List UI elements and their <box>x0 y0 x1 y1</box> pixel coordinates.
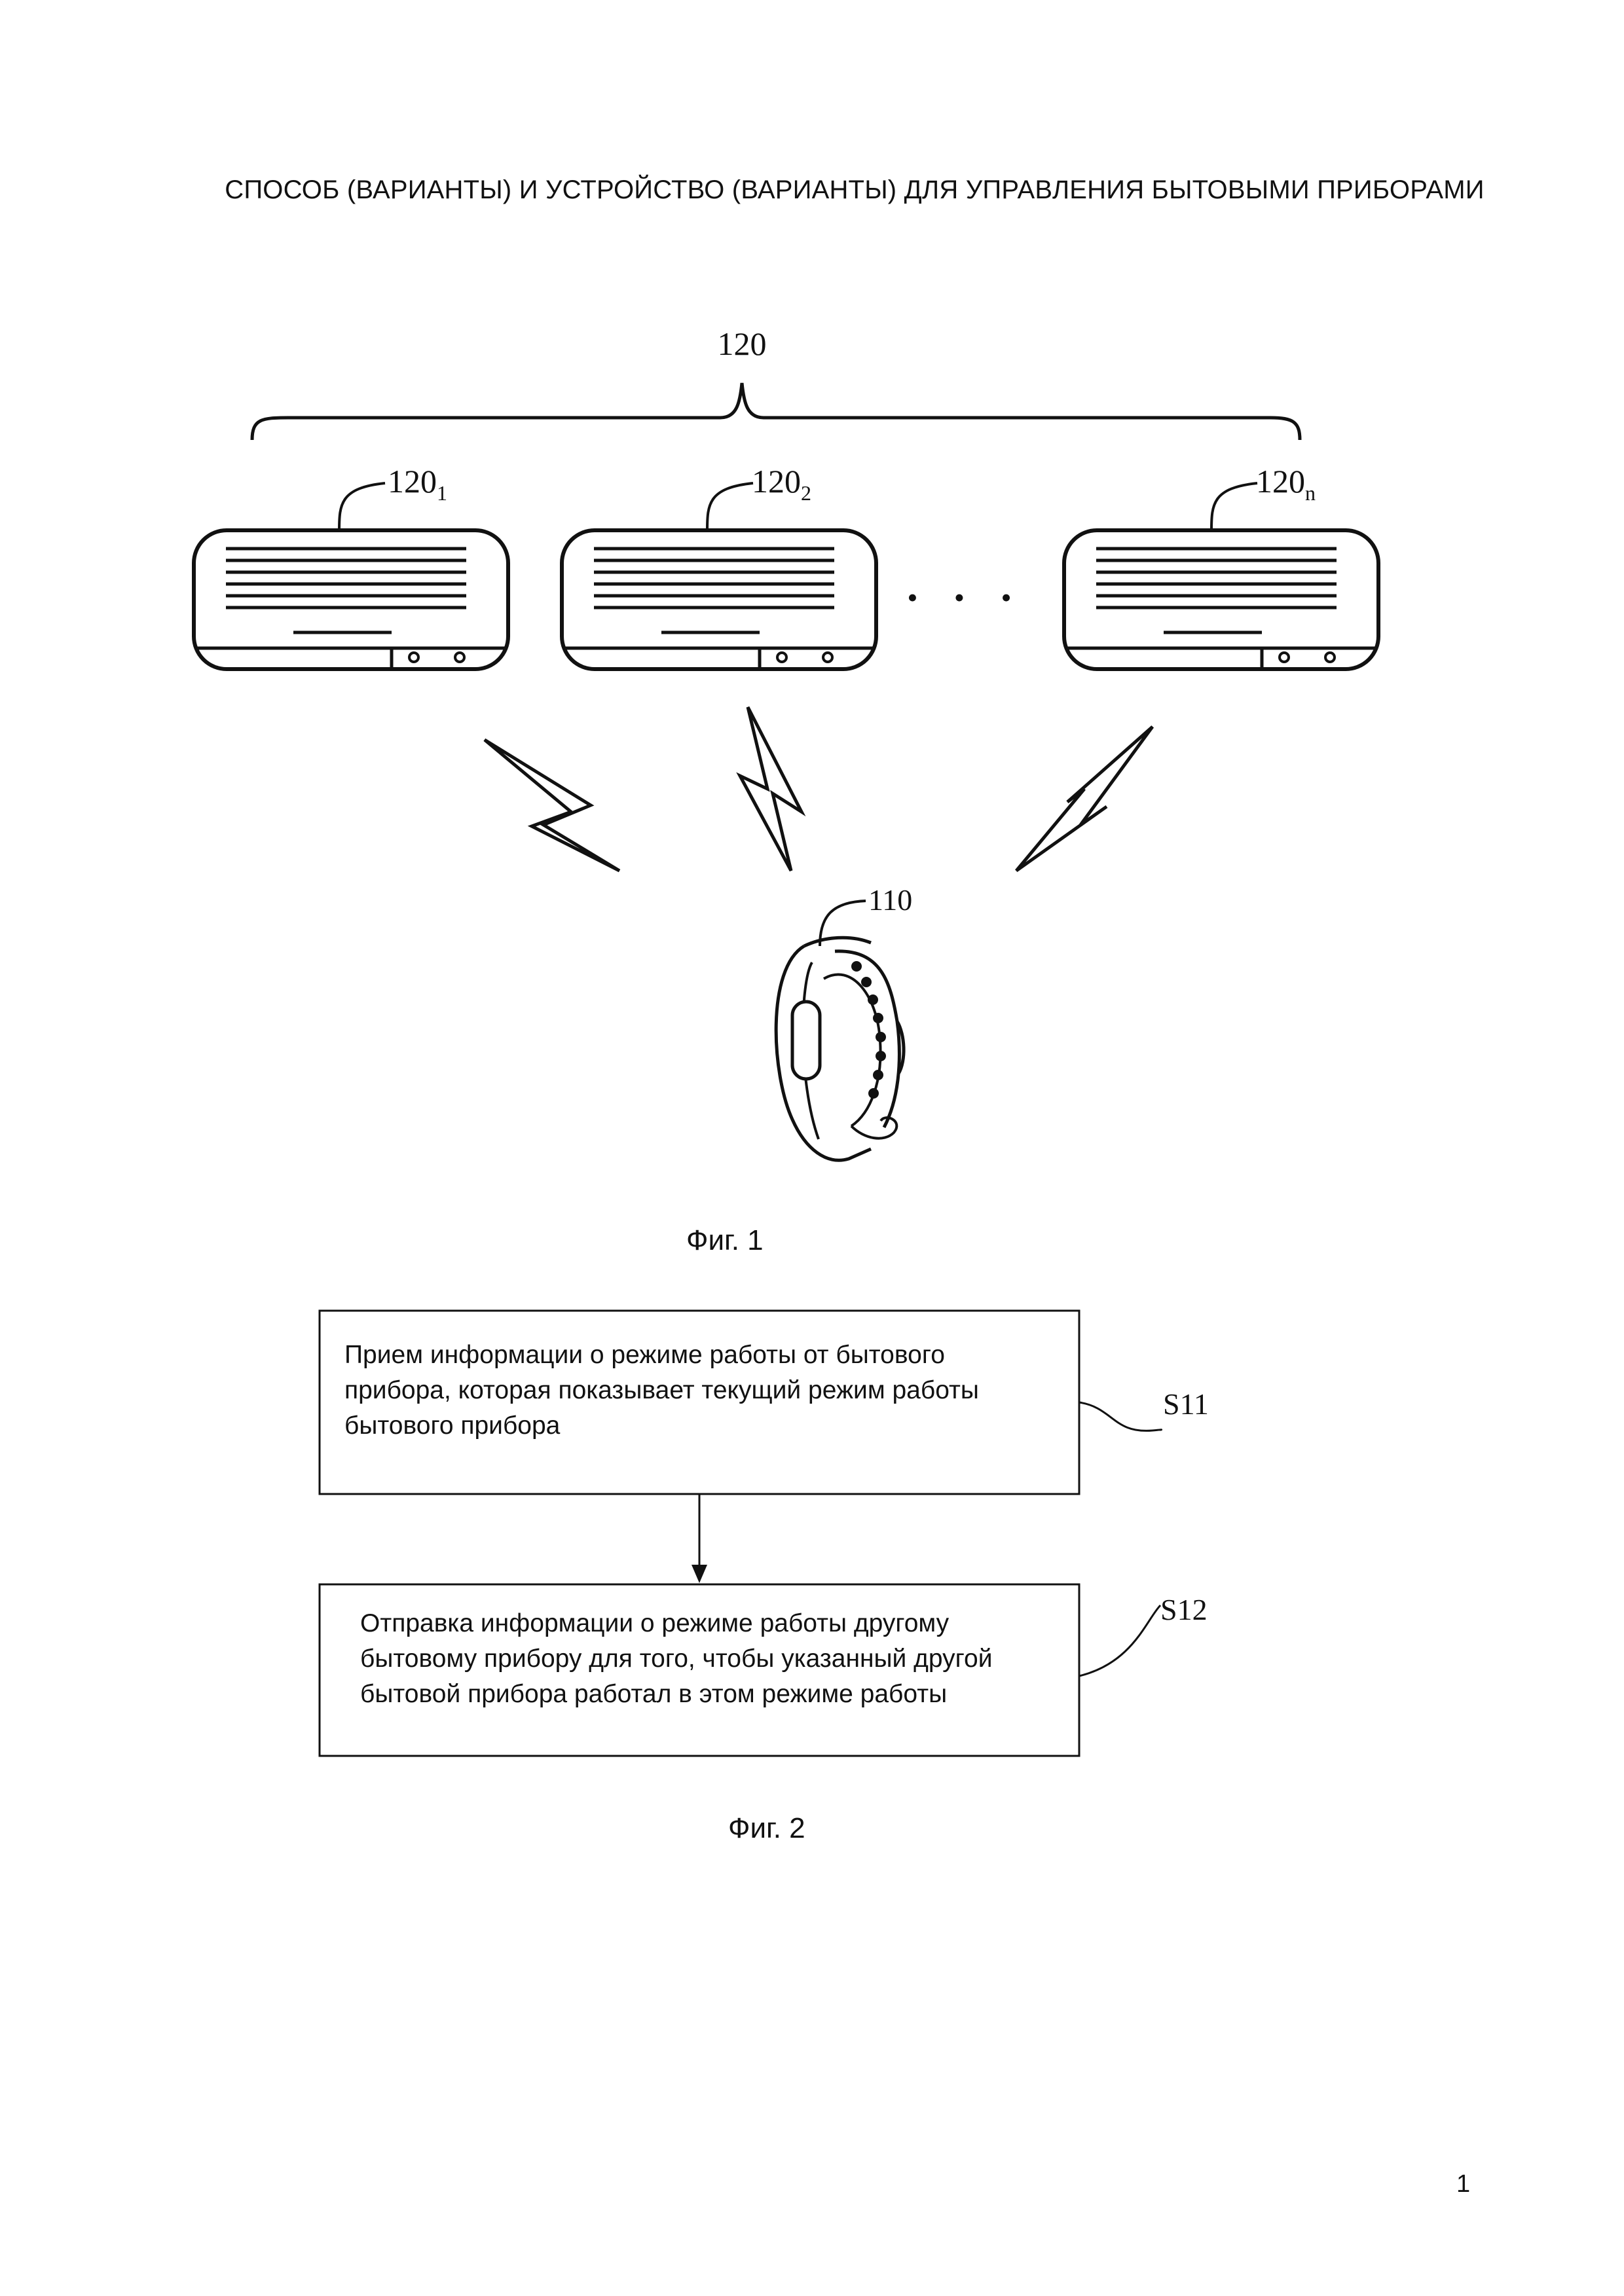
step-s11-leader <box>1079 1402 1162 1430</box>
step-s11-label: S11 <box>1163 1387 1209 1421</box>
figure-1: 120 <box>194 325 1378 1160</box>
figure-1-caption: Фиг. 1 <box>686 1224 764 1257</box>
step-s12-line: Отправка информации о режиме работы друг… <box>360 1606 993 1641</box>
step-s11-line: прибора, которая показывает текущий режи… <box>344 1373 979 1408</box>
signal-bolt-right-icon <box>1016 727 1153 871</box>
step-s12-label: S12 <box>1160 1593 1208 1626</box>
step-s11-text: Прием информации о режиме работы от быто… <box>344 1338 979 1444</box>
wearable-band-icon <box>776 901 904 1160</box>
appliance-1-label: 1201 <box>388 463 447 505</box>
appliance-n <box>1064 483 1378 669</box>
wearable-label-110: 110 <box>868 883 912 917</box>
group-label-120: 120 <box>718 325 767 362</box>
step-s12-leader <box>1079 1605 1160 1676</box>
figure-2-caption: Фиг. 2 <box>728 1812 805 1845</box>
appliance-n-label: 120n <box>1256 463 1316 505</box>
appliance-2-label: 1202 <box>752 463 811 505</box>
step-s11-line: бытового прибора <box>344 1408 979 1444</box>
step-s11-line: Прием информации о режиме работы от быто… <box>344 1338 979 1373</box>
appliance-2 <box>562 483 876 669</box>
ellipsis: • • • <box>907 581 1025 614</box>
signal-bolt-center-icon <box>740 707 802 871</box>
flow-arrow-head-icon <box>692 1565 707 1583</box>
step-s12-text: Отправка информации о режиме работы друг… <box>360 1606 993 1712</box>
signal-bolt-left-icon <box>485 740 619 871</box>
step-s12-line: бытовой прибора работал в этом режиме ра… <box>360 1677 993 1712</box>
group-brace <box>252 383 1300 440</box>
page-number: 1 <box>1456 2170 1470 2198</box>
step-s12-line: бытовому прибору для того, чтобы указанн… <box>360 1641 993 1677</box>
appliance-1 <box>194 483 508 669</box>
